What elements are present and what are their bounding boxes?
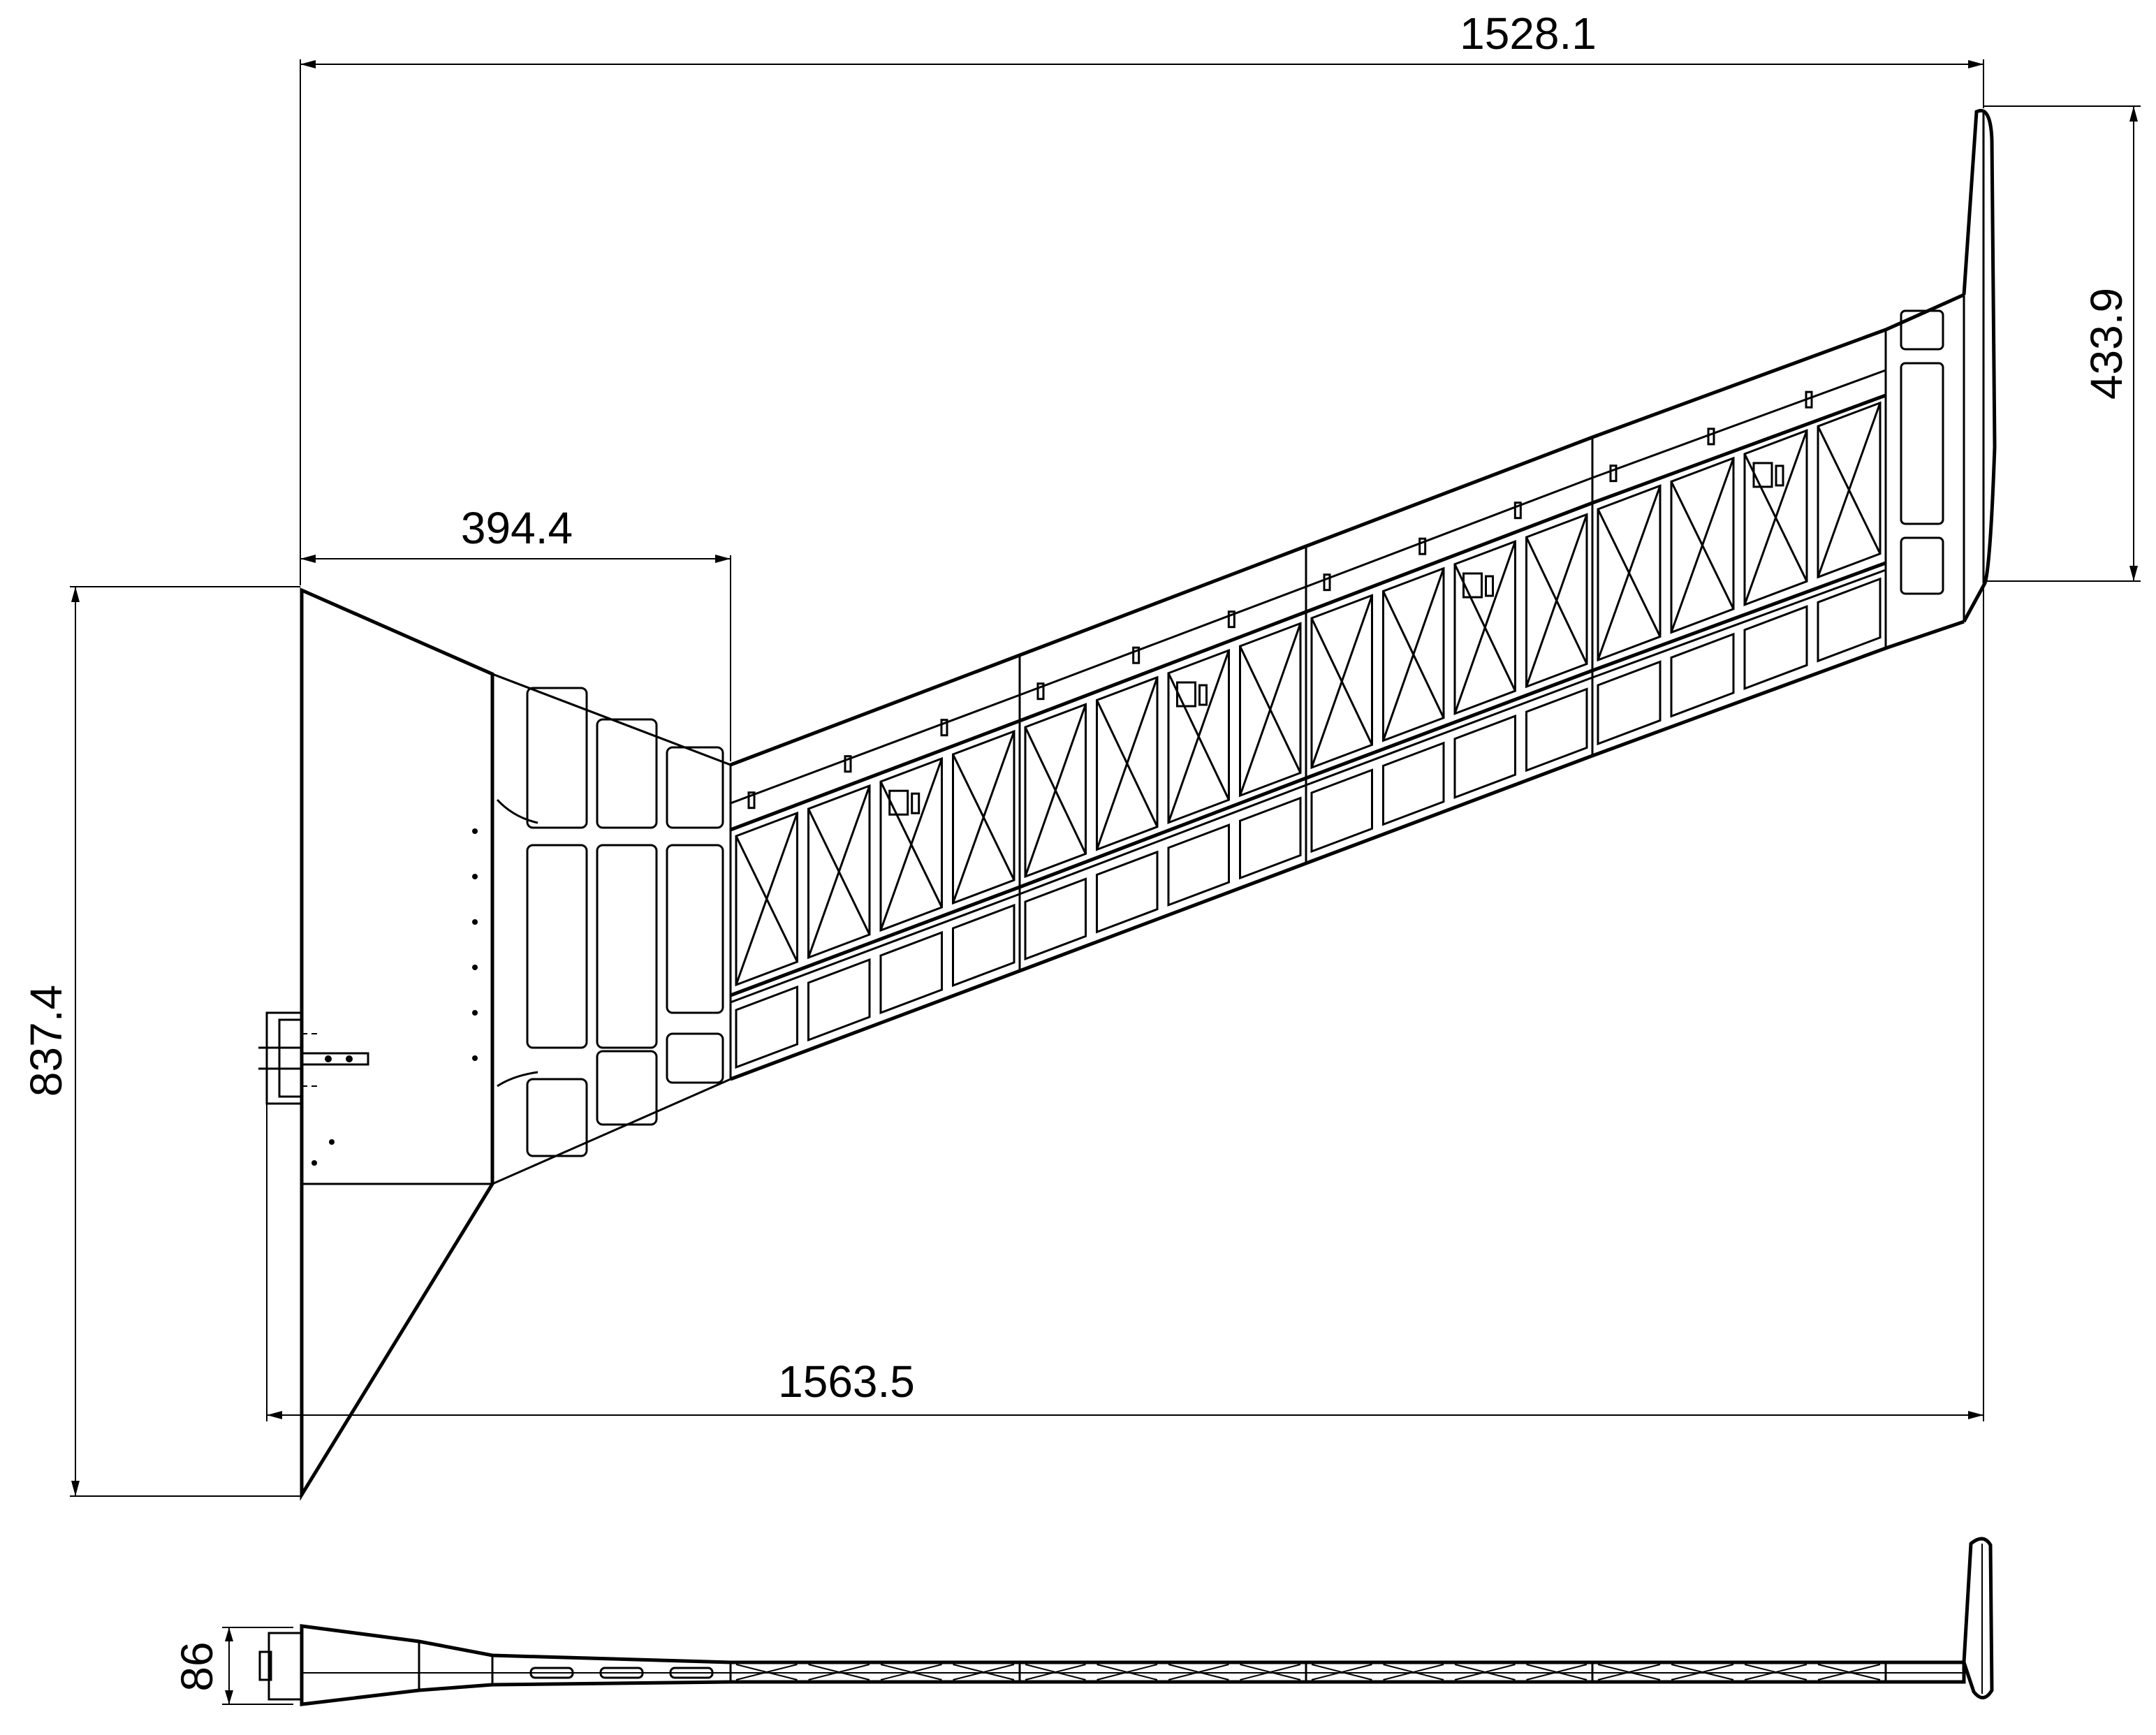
trailing-edge-hole	[1817, 577, 1882, 663]
front-view-brace	[808, 1664, 870, 1681]
hinge-tab	[940, 719, 948, 737]
front-view-brace	[880, 1664, 942, 1681]
front-view-brace	[1240, 1664, 1301, 1681]
servo-box	[1198, 684, 1208, 706]
rib-brace	[1525, 514, 1588, 687]
dim-tip-chord: 433.9	[1983, 105, 2141, 582]
front-view-brace	[1454, 1664, 1516, 1681]
rib-brace	[1167, 650, 1230, 823]
dim-span-top: 1528.1	[300, 8, 1984, 585]
rib-brace	[1239, 623, 1302, 796]
hinge-tab	[1323, 573, 1331, 592]
dim-root-offset-label: 394.4	[461, 503, 573, 553]
dim-thickness: 86	[172, 1627, 293, 1705]
dim-thickness-label: 86	[172, 1641, 222, 1691]
dim-root-chord: 837.4	[21, 586, 300, 1497]
front-view-brace	[1311, 1664, 1372, 1681]
trailing-edge-hole	[1670, 632, 1735, 718]
servo-box	[911, 792, 921, 814]
hinge-tab	[1418, 537, 1427, 555]
rib-brace	[1310, 594, 1373, 768]
trailing-edge-hole	[1239, 796, 1302, 880]
rib-brace	[1597, 485, 1662, 661]
rib-brace	[1382, 568, 1445, 741]
front-view-brace	[1526, 1664, 1587, 1681]
root-mount-bracket	[258, 1011, 369, 1105]
rib-brace	[1743, 430, 1808, 606]
hinge-tab	[844, 755, 852, 773]
trailing-edge-hole	[1743, 605, 1808, 691]
front-view-brace	[1168, 1664, 1229, 1681]
rib-brace	[879, 758, 943, 931]
front-view-brace	[1383, 1664, 1444, 1681]
trailing-edge-hole	[735, 985, 798, 1069]
front-view-brace	[1744, 1664, 1807, 1681]
trailing-edge-hole	[1096, 850, 1159, 934]
rib-structure	[735, 390, 1882, 1681]
servo-box	[1775, 464, 1784, 487]
rib-brace	[1817, 402, 1882, 578]
trailing-edge-hole	[1382, 741, 1445, 826]
trailing-edge-hole	[1024, 877, 1087, 961]
dim-span-bottom: 1563.5	[266, 581, 1984, 1421]
servo-box	[1176, 681, 1196, 708]
wing-plan-view	[300, 108, 1997, 1501]
rib-brace	[1453, 541, 1516, 715]
trailing-edge-hole	[1525, 687, 1588, 773]
hinge-tab	[1227, 610, 1235, 629]
front-view-brace	[735, 1664, 798, 1681]
front-view-brace	[953, 1664, 1015, 1681]
hinge-tab	[747, 791, 756, 810]
servo-box	[888, 789, 909, 816]
front-view-brace	[1025, 1664, 1086, 1681]
rib-brace	[1024, 703, 1087, 877]
dim-tip-chord-label: 433.9	[2081, 288, 2132, 400]
hinge-tab	[1707, 427, 1715, 446]
dim-root-chord-label: 837.4	[21, 985, 71, 1097]
dim-span-bottom-label: 1563.5	[778, 1356, 915, 1407]
rib-brace	[1096, 677, 1159, 850]
rib-brace	[807, 785, 871, 958]
rib-brace	[1670, 457, 1735, 633]
hinge-tab	[1805, 390, 1813, 409]
trailing-edge-hole	[952, 903, 1015, 988]
hinge-tab	[1513, 502, 1522, 520]
servo-box	[1485, 575, 1494, 597]
trailing-edge-hole	[1453, 714, 1516, 799]
dim-span-top-label: 1528.1	[1460, 8, 1597, 59]
trailing-edge-hole	[1597, 660, 1662, 746]
hinge-tab	[1036, 682, 1045, 701]
front-view-brace	[1671, 1664, 1734, 1681]
trailing-edge-hole	[1310, 768, 1373, 854]
servo-box	[1462, 572, 1483, 599]
front-view-brace	[1597, 1664, 1661, 1681]
front-view-brace	[1817, 1664, 1881, 1681]
front-view-brace	[1097, 1664, 1158, 1681]
wing-front-view	[258, 1537, 1994, 1706]
trailing-edge-hole	[807, 958, 871, 1042]
hinge-tab	[1609, 464, 1618, 483]
servo-box	[1752, 462, 1773, 488]
trailing-edge-hole	[879, 930, 943, 1015]
dim-root-offset: 394.4	[300, 503, 731, 761]
rib-brace	[952, 731, 1015, 904]
trailing-edge-hole	[1167, 823, 1230, 907]
hinge-tab	[1132, 646, 1141, 664]
rib-brace	[735, 812, 798, 986]
